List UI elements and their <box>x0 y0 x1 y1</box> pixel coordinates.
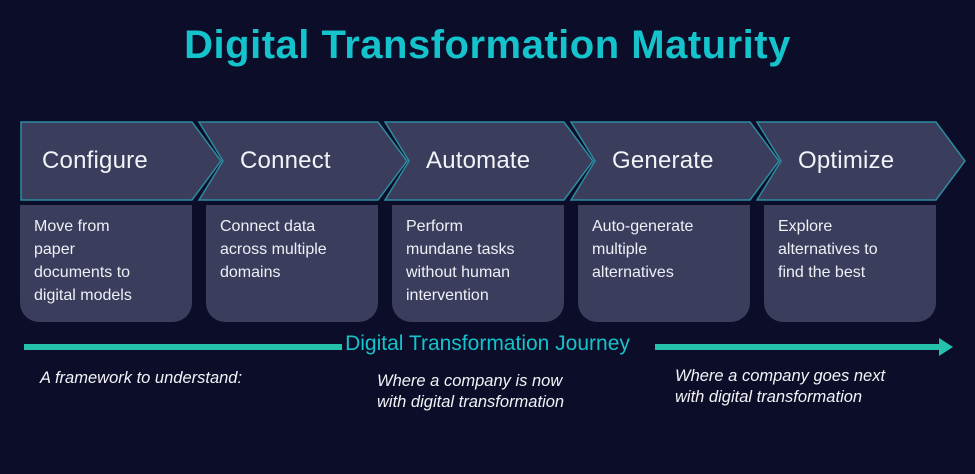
chevron-shape <box>569 121 780 201</box>
journey-label: Digital Transformation Journey <box>345 332 630 355</box>
journey-line-left <box>24 344 342 350</box>
stage-description: Connect data across multiple domains <box>206 205 378 322</box>
chevron-shape <box>383 121 594 201</box>
annotation-now: Where a company is now with digital tran… <box>377 372 565 411</box>
stage-generate: Generate Auto-generate multiple alternat… <box>569 121 780 322</box>
stage-description: Perform mundane tasks without human inte… <box>392 205 564 322</box>
arrow-shaft <box>655 344 940 350</box>
stage-description: Explore alternatives to find the best <box>764 205 936 322</box>
stage-description: Move from paper documents to digital mod… <box>20 205 192 322</box>
stage-label: Optimize <box>798 147 895 174</box>
stage-chevron: Generate <box>569 121 780 201</box>
arrow-head-icon <box>939 338 953 356</box>
maturity-stages: Configure Move from paper documents to d… <box>20 121 966 322</box>
stage-label: Connect <box>240 147 331 174</box>
stage-chevron: Automate <box>383 121 594 201</box>
annotations-row: A framework to understand: Where a compa… <box>0 363 975 423</box>
stage-chevron: Optimize <box>755 121 966 201</box>
stage-automate: Automate Perform mundane tasks without h… <box>383 121 594 322</box>
stage-description: Auto-generate multiple alternatives <box>578 205 750 322</box>
stage-connect: Connect Connect data across multiple dom… <box>197 121 408 322</box>
stage-label: Generate <box>612 147 714 174</box>
stage-label: Automate <box>426 147 531 174</box>
chevron-shape <box>197 121 408 201</box>
annotation-framework: A framework to understand: <box>40 369 243 387</box>
stage-chevron: Connect <box>197 121 408 201</box>
stage-optimize: Optimize Explore alternatives to find th… <box>755 121 966 322</box>
stage-label: Configure <box>42 147 148 174</box>
journey-arrow-right <box>655 330 953 358</box>
annotation-next: Where a company goes next with digital t… <box>675 367 886 406</box>
chevron-shape <box>755 121 966 201</box>
journey-band: Digital Transformation Journey <box>0 330 975 358</box>
page-title: Digital Transformation Maturity <box>184 23 791 67</box>
chevron-shape <box>20 121 222 201</box>
stage-configure: Configure Move from paper documents to d… <box>20 121 222 322</box>
stage-chevron: Configure <box>20 121 222 201</box>
